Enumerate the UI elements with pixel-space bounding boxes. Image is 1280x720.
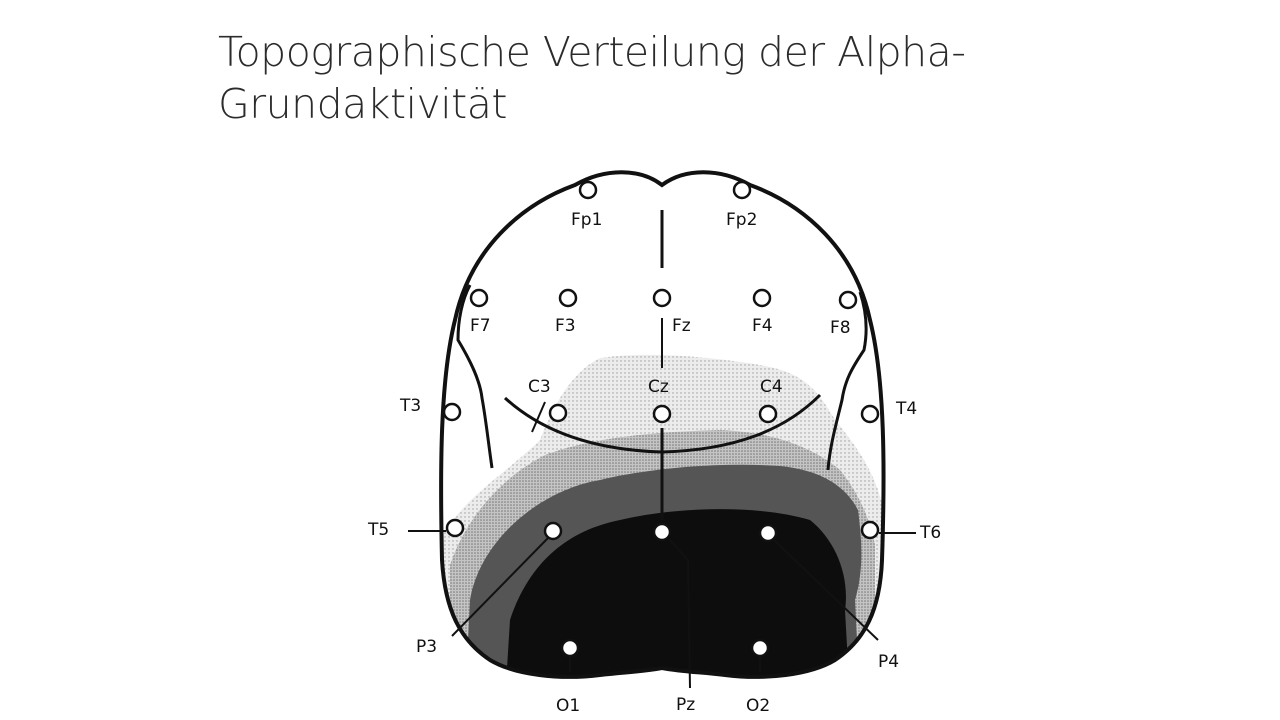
right-sylvian-fissure bbox=[826, 291, 868, 471]
label-pz: Pz bbox=[676, 695, 695, 715]
label-fz: Fz bbox=[672, 316, 691, 336]
electrode-t5 bbox=[445, 518, 465, 538]
label-c3: C3 bbox=[528, 377, 551, 397]
leader-lines bbox=[408, 401, 916, 689]
leader-p3 bbox=[451, 537, 549, 637]
label-f8: F8 bbox=[830, 318, 851, 338]
label-o1: O1 bbox=[556, 696, 580, 716]
label-cz: Cz bbox=[648, 377, 669, 397]
electrode-t3 bbox=[442, 402, 462, 422]
label-f4: F4 bbox=[752, 316, 773, 336]
label-t5: T5 bbox=[367, 520, 389, 540]
label-f3: F3 bbox=[555, 316, 576, 336]
label-fp2: Fp2 bbox=[726, 210, 757, 230]
label-p4: P4 bbox=[878, 652, 899, 672]
electrode-o1 bbox=[560, 638, 580, 658]
label-p3: P3 bbox=[416, 637, 437, 657]
electrode-fp1 bbox=[578, 180, 598, 200]
central-sulcus bbox=[503, 393, 822, 454]
left-sylvian-fissure bbox=[456, 284, 494, 469]
electrode-fp2 bbox=[732, 180, 752, 200]
label-f7: F7 bbox=[470, 316, 491, 336]
slide-title-line-2: Grundaktivität bbox=[218, 80, 507, 128]
label-t4: T4 bbox=[895, 399, 917, 419]
electrode-p4 bbox=[758, 523, 778, 543]
electrode-f7 bbox=[469, 288, 489, 308]
electrode-o2 bbox=[750, 638, 770, 658]
label-o2: O2 bbox=[746, 696, 770, 716]
electrode-cz bbox=[652, 404, 672, 424]
label-fp1: Fp1 bbox=[571, 210, 602, 230]
electrode-c3 bbox=[548, 403, 568, 423]
slide-title-line-1: Topographische Verteilung der Alpha- bbox=[218, 28, 966, 76]
label-t3: T3 bbox=[399, 396, 421, 416]
label-t6: T6 bbox=[919, 523, 941, 543]
slide-title: Topographische Verteilung der Alpha- Gru… bbox=[218, 26, 1118, 130]
label-c4: C4 bbox=[760, 377, 783, 397]
leader-c3 bbox=[531, 401, 546, 433]
electrode-f8 bbox=[838, 290, 858, 310]
electrode-t6 bbox=[860, 520, 880, 540]
electrode-p3 bbox=[543, 521, 563, 541]
head-outline bbox=[439, 170, 886, 679]
electrode-fz bbox=[652, 288, 672, 308]
leader-pz bbox=[667, 537, 691, 689]
electrode-f3 bbox=[558, 288, 578, 308]
electrode-f4 bbox=[752, 288, 772, 308]
electrode-c4 bbox=[758, 404, 778, 424]
electrode-t4 bbox=[860, 404, 880, 424]
electrode-labels: Fp1 Fp2 F7 F3 Fz F4 F8 T3 C3 Cz C4 T4 T5… bbox=[367, 210, 941, 716]
electrode-markers bbox=[442, 180, 880, 658]
electrode-pz bbox=[652, 522, 672, 542]
leader-p4 bbox=[772, 538, 879, 641]
